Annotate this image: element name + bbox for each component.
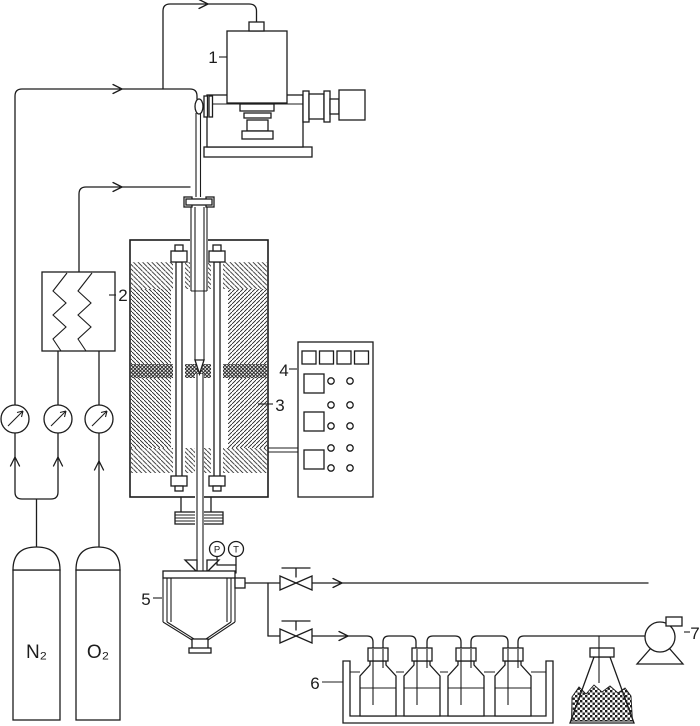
label-furnace: 3 [275, 396, 284, 415]
bottle-cap [367, 647, 389, 662]
drying-flask [569, 636, 635, 724]
hopper-inlet [248, 21, 265, 32]
flow-arrow [112, 181, 123, 193]
nitrogen-label: N₂ [26, 642, 47, 663]
bubbler-tubes [416, 649, 428, 705]
gas-outlet-port [234, 577, 246, 589]
pump-outlet [665, 616, 683, 627]
inlet-cone [183, 559, 198, 574]
feeder-motor [302, 89, 366, 123]
panel-switch [303, 411, 325, 432]
tube-flange [185, 198, 213, 206]
furnace-wall [228, 378, 267, 448]
pressure-gauge-label: P [214, 545, 220, 556]
furnace-wall [131, 378, 171, 448]
feed-hopper [226, 30, 288, 104]
label-pump: 7 [690, 624, 699, 643]
flow-meters [0, 404, 114, 434]
flask-cap [589, 647, 615, 658]
cylinder-feed-lines [9, 432, 105, 550]
temperature-gauge [227, 540, 245, 558]
washing-bottle [359, 647, 397, 717]
nitrogen-cylinder: N₂ [12, 546, 61, 721]
flow-arrow [198, 0, 209, 10]
bubbler-tubes [460, 649, 472, 705]
panel-switch [303, 449, 325, 470]
feeder-base [203, 146, 313, 158]
vent-valve [279, 567, 313, 591]
control-panel [297, 341, 374, 498]
heating-coil [52, 272, 68, 352]
vent-line [244, 577, 649, 637]
label-preheater: 2 [118, 286, 127, 305]
sample-valve [279, 620, 313, 644]
panel-display [301, 350, 317, 365]
pump-body [644, 621, 676, 653]
furnace-wall [228, 289, 267, 364]
label-control-panel: 4 [279, 361, 288, 380]
panel-switch [303, 373, 325, 394]
desiccant-fill [571, 684, 633, 722]
label-collector: 5 [141, 590, 150, 609]
washing-bottle [494, 647, 532, 717]
flow-arrow [93, 460, 105, 471]
bottle-cap [502, 647, 524, 662]
feed-tube [183, 113, 215, 571]
tie-rod [213, 261, 221, 489]
preheated-gas-line [57, 181, 191, 406]
heating-coil [77, 272, 93, 352]
shaft-seal [194, 98, 204, 115]
panel-indicator-lights [327, 377, 354, 472]
flow-arrow [112, 83, 123, 95]
washing-bottles [359, 647, 532, 717]
flow-arrow [52, 456, 64, 467]
vessel-lid [162, 570, 236, 579]
screw-feeder [194, 21, 366, 158]
vacuum-pump [635, 616, 685, 665]
flow-meter [43, 404, 73, 434]
bottle-cap [411, 647, 433, 662]
flow-meter [0, 404, 30, 434]
flow-arrow [332, 577, 343, 589]
bottle-cap [455, 647, 477, 662]
sampling-line [267, 630, 647, 649]
preheater [41, 271, 116, 352]
equipment-labels: 1 2 3 4 5 6 7 [109, 48, 700, 693]
temperature-gauge-label: T [233, 545, 239, 556]
drop-tube [195, 113, 202, 197]
flow-meter [84, 404, 114, 434]
panel-display [336, 350, 352, 365]
tie-rod [175, 261, 183, 489]
bubbler-tubes [507, 649, 519, 705]
washing-bottle [447, 647, 485, 717]
water-bath-tray [342, 660, 554, 724]
flow-arrow [9, 456, 21, 467]
washing-bottle [403, 647, 441, 717]
panel-display [318, 350, 335, 365]
oxygen-cylinder: O₂ [75, 546, 121, 721]
pressure-gauge [208, 540, 226, 558]
gas-purge-line [14, 0, 258, 406]
label-washing-bottles: 6 [310, 674, 319, 693]
panel-display [353, 350, 370, 365]
bubbler-tubes [372, 649, 384, 705]
inlet-cone [206, 559, 221, 574]
injector-tip [194, 359, 205, 377]
label-feeder: 1 [208, 48, 217, 67]
flow-arrow [338, 630, 349, 642]
control-wires [268, 447, 298, 453]
collector-vessel: P T [162, 540, 246, 654]
furnace-wall [131, 289, 171, 364]
oxygen-label: O₂ [87, 642, 109, 663]
